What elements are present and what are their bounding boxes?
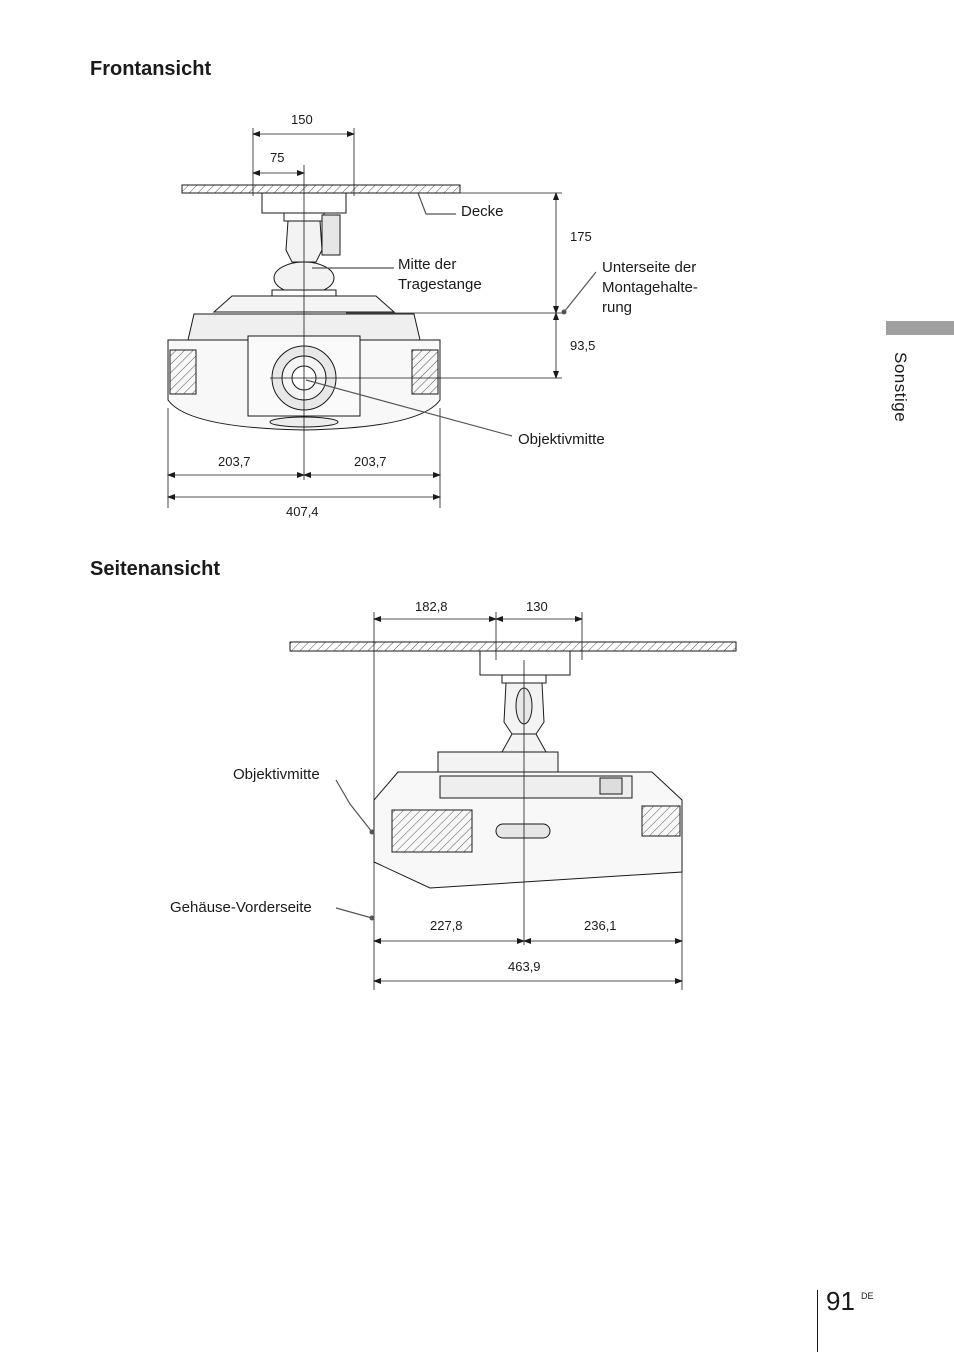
dimension-463-9: 463,9 [373,959,683,984]
label-objektivmitte-side: Objektivmitte [233,766,320,783]
dim-203-7-right-text: 203,7 [354,454,387,469]
dimension-75: 75 [252,150,305,176]
callout-gehaeuse: Gehäuse-Vorderseite [170,899,375,921]
dimension-175: 175 [553,192,592,314]
page-number-rule [817,1290,818,1352]
label-unterseite-line2: Montagehalte- [602,279,698,296]
dimension-236-1: 236,1 [523,918,683,944]
dim-236-1-text: 236,1 [584,918,617,933]
dim-175-text: 175 [570,229,592,244]
callout-unterseite: Unterseite der Montagehalte- rung [561,259,698,316]
label-gehaeuse-vorderseite: Gehäuse-Vorderseite [170,899,312,916]
section-tab-marker [886,321,954,335]
page-number: 91 [826,1286,855,1316]
callout-objektivmitte-side: Objektivmitte [233,766,375,835]
dimension-407-4: 407,4 [167,494,441,519]
label-objektivmitte-front: Objektivmitte [518,431,605,448]
label-decke: Decke [461,203,504,220]
page-language-code: DE [861,1291,874,1301]
dimension-130: 130 [495,599,583,622]
label-mitte-line2: Tragestange [398,276,482,293]
dimension-150: 150 [252,112,355,196]
side-view-drawing: 182,8 130 227,8 236,1 463,9 Objektivmitt… [170,599,737,990]
ceiling-plate-side [289,641,737,652]
label-unterseite-line3: rung [602,299,632,316]
dim-130-text: 130 [526,599,548,614]
callout-objektivmitte-front: Objektivmitte [305,379,605,448]
dimension-227-8: 227,8 [373,918,525,944]
dim-463-9-text: 463,9 [508,959,541,974]
dim-227-8-text: 227,8 [430,918,463,933]
front-view-title: Frontansicht [90,58,212,80]
front-view-drawing: 150 75 175 93,5 203,7 203,7 407,4 Decke … [167,112,698,519]
label-unterseite-line1: Unterseite der [602,259,696,276]
ceiling-plate [181,184,461,194]
dim-150-text: 150 [291,112,313,127]
dim-93-5-text: 93,5 [570,338,595,353]
dim-407-4-text: 407,4 [286,504,319,519]
dimension-93-5: 93,5 [553,312,595,379]
side-view-title: Seitenansicht [90,558,221,580]
projector-side-body [373,751,683,889]
section-side-label: Sonstige [891,352,910,423]
dimension-182-8: 182,8 [373,599,497,622]
dimension-203-7-right: 203,7 [303,454,441,478]
ceiling-mount-side [479,650,571,753]
callout-mitte-tragestange: Mitte der Tragestange [312,256,482,293]
callout-decke: Decke [417,192,504,220]
dimension-203-7-left: 203,7 [167,408,441,508]
dim-75-text: 75 [270,150,284,165]
label-mitte-line1: Mitte der [398,256,456,273]
dim-203-7-left-text: 203,7 [218,454,251,469]
dim-182-8-text: 182,8 [415,599,448,614]
